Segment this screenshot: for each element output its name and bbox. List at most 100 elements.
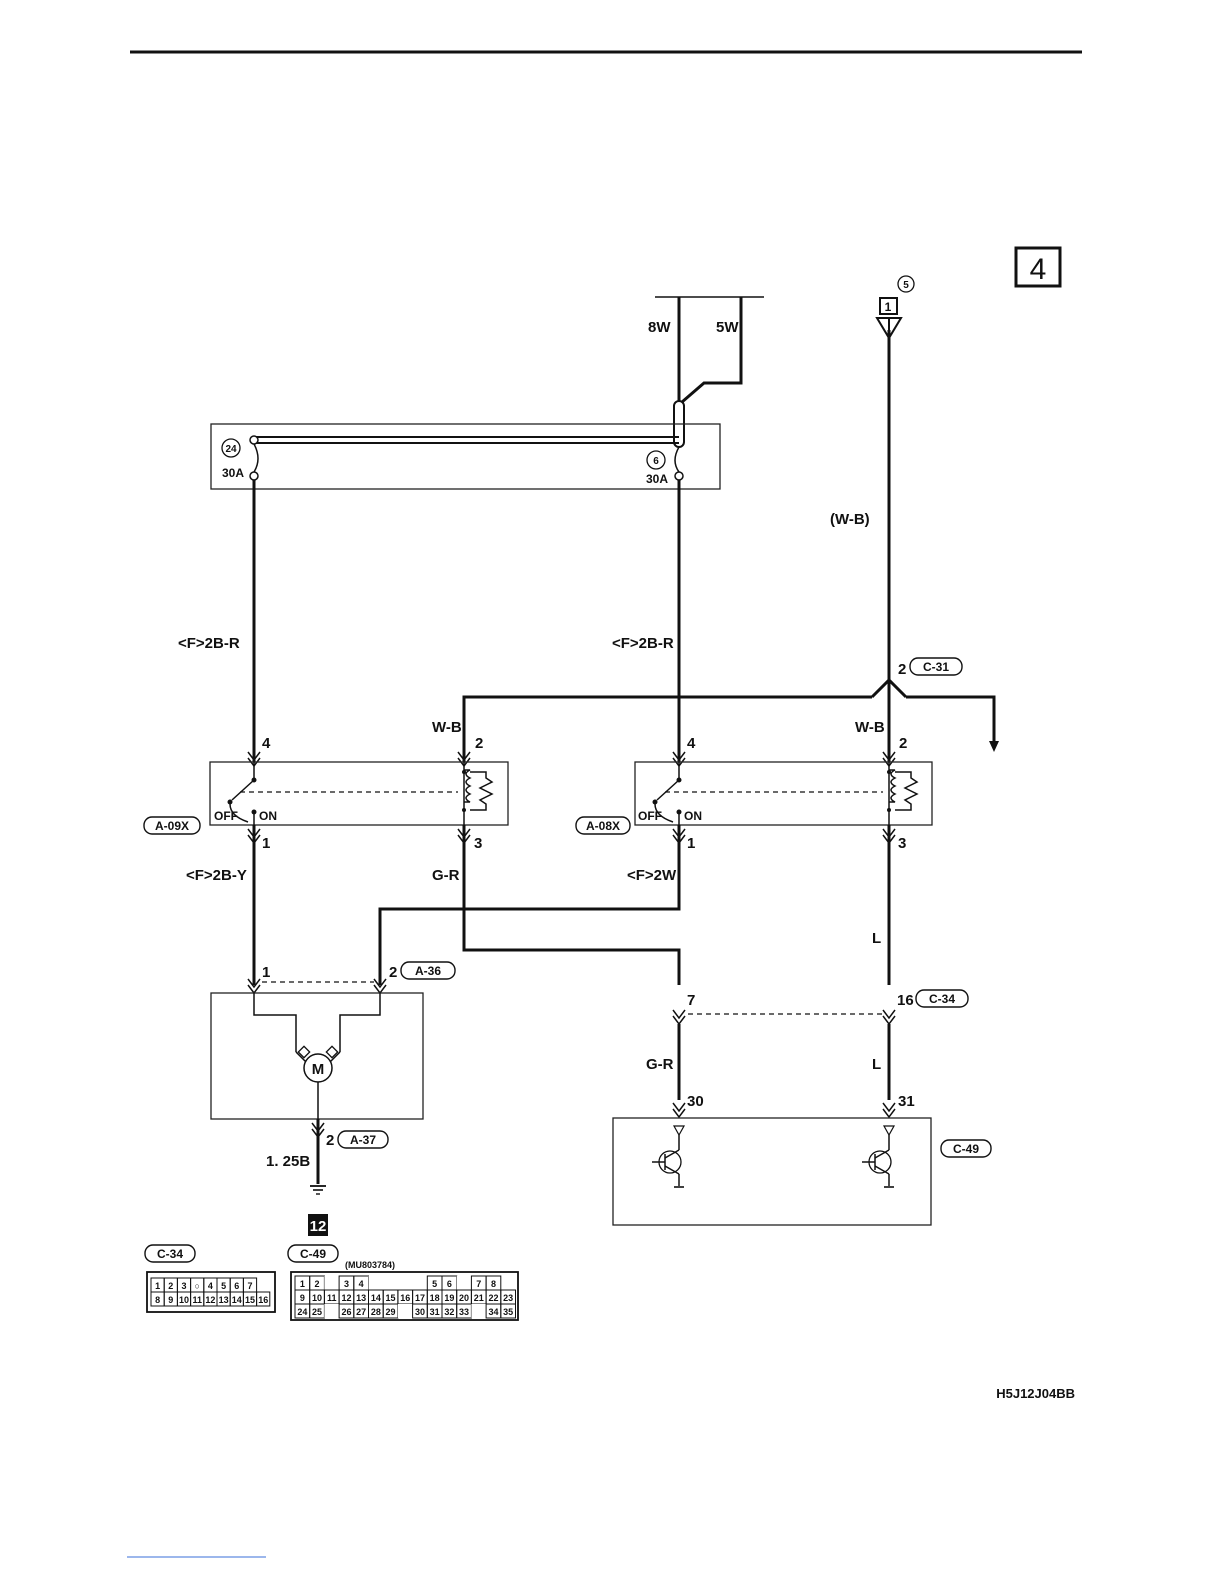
pin-number: 4 (359, 1279, 364, 1289)
c34-tag (915, 989, 969, 1008)
a08x-tag (575, 816, 631, 835)
pin-cell (397, 1276, 413, 1290)
a37-tag (337, 1130, 389, 1149)
pin-number: 29 (386, 1307, 396, 1317)
pin-number: 10 (179, 1295, 189, 1305)
pin-number: 32 (444, 1307, 454, 1317)
pin-number: 33 (459, 1307, 469, 1317)
pin-cell (456, 1276, 472, 1290)
pin-cell (500, 1303, 516, 1319)
wire-label-wb-paren: (W-B) (830, 511, 870, 528)
relay2-on: ON (684, 809, 702, 823)
relay1-pin4: 4 (262, 735, 271, 752)
legend-c34-label: C-34 (157, 1247, 183, 1261)
pin-number: 20 (459, 1293, 469, 1303)
legend-c49-frame (290, 1271, 519, 1321)
c31-pin: 2 (898, 661, 906, 678)
a37-pin2: 2 (326, 1132, 334, 1149)
pin-number: 21 (474, 1293, 484, 1303)
page-number: 4 (1030, 253, 1047, 286)
pin-number: 23 (503, 1293, 513, 1303)
c49-pin31: 31 (898, 1093, 915, 1110)
pin-number: 9 (300, 1293, 305, 1303)
pin-number: 15 (386, 1293, 396, 1303)
pin-number: 31 (430, 1307, 440, 1317)
fuse-24-number: 24 (225, 444, 237, 455)
c31-tag (909, 657, 963, 676)
pin-cell (397, 1304, 413, 1318)
circled-5 (897, 275, 915, 293)
fuse-6-number-circle (646, 450, 666, 470)
pin-cell (256, 1291, 271, 1307)
pin-number: 9 (168, 1295, 173, 1305)
c49-pin30: 30 (687, 1093, 704, 1110)
fuse-6-rating: 30A (646, 472, 668, 486)
wire-label-ground: 1. 25B (266, 1153, 310, 1170)
pin-number: 2 (315, 1279, 320, 1289)
wire-label-f2w: <F>2W (627, 867, 677, 884)
c34-pin7: 7 (687, 992, 695, 1009)
figure-code: H5J12J04BB (996, 1386, 1075, 1401)
pin-number: 35 (503, 1307, 513, 1317)
wire-label-gr-mid: G-R (432, 867, 460, 884)
a36-pin2: 2 (389, 964, 397, 981)
relay2-off: OFF (638, 809, 662, 823)
c49-tag (940, 1139, 992, 1158)
pin-number: 3 (181, 1281, 186, 1291)
pin-number: 8 (491, 1279, 496, 1289)
pin-number: 13 (219, 1295, 229, 1305)
pin-number: 18 (430, 1293, 440, 1303)
pin-number: ○ (194, 1281, 199, 1291)
relay1-off: OFF (214, 809, 238, 823)
c31-label: C-31 (923, 660, 949, 674)
fusible-link-box (210, 423, 721, 490)
pin-number: 7 (476, 1279, 481, 1289)
source-box (879, 297, 898, 315)
wire-label-5w: 5W (716, 319, 739, 336)
relay1-pin3: 3 (474, 835, 482, 852)
wire-label-wb-right: W-B (855, 719, 885, 736)
pin-number: 4 (208, 1281, 213, 1291)
relay1-pin2: 2 (475, 735, 483, 752)
a09x-label: A-09X (155, 819, 189, 833)
legend-c49-tag (287, 1244, 339, 1263)
pin-number: 34 (488, 1307, 498, 1317)
relay1-pin1: 1 (262, 835, 270, 852)
pin-cell (383, 1276, 398, 1290)
legend-c49-part: (MU803784) (345, 1260, 395, 1270)
pin-number: 15 (245, 1295, 255, 1305)
pin-number: 1 (155, 1281, 160, 1291)
fuse-6-number: 6 (653, 456, 659, 467)
pin-cell (471, 1304, 487, 1318)
a09x-tag (143, 816, 201, 835)
pin-number: 3 (344, 1279, 349, 1289)
pin-number: 24 (297, 1307, 307, 1317)
pin-number: 2 (168, 1281, 173, 1291)
a36-tag (400, 961, 456, 980)
pin-number: 6 (234, 1281, 239, 1291)
wire-label-8w: 8W (648, 319, 671, 336)
legend-c34-tag (144, 1244, 196, 1263)
pin-cell (368, 1276, 384, 1290)
legend-c49-label: C-49 (300, 1247, 326, 1261)
wire-label-f2br-left: <F>2B-R (178, 635, 240, 652)
legend-c34-frame (146, 1271, 276, 1313)
c49-label: C-49 (953, 1142, 979, 1156)
pin-number: 12 (205, 1295, 215, 1305)
wire-label-l-lower: L (872, 1056, 881, 1073)
pin-number: 5 (221, 1281, 226, 1291)
pin-number: 11 (192, 1295, 202, 1305)
source-box-number: 1 (885, 300, 892, 314)
a36-pin1: 1 (262, 964, 270, 981)
pin-number: 11 (327, 1293, 337, 1303)
pin-number: 1 (300, 1279, 305, 1289)
pin-number: 16 (258, 1295, 268, 1305)
wire-label-f2by: <F>2B-Y (186, 867, 247, 884)
pin-cell (412, 1276, 428, 1290)
pin-number: 16 (400, 1293, 410, 1303)
pin-number: 30 (415, 1307, 425, 1317)
relay-a08x (634, 761, 933, 826)
wire-label-gr-lower: G-R (646, 1056, 674, 1073)
